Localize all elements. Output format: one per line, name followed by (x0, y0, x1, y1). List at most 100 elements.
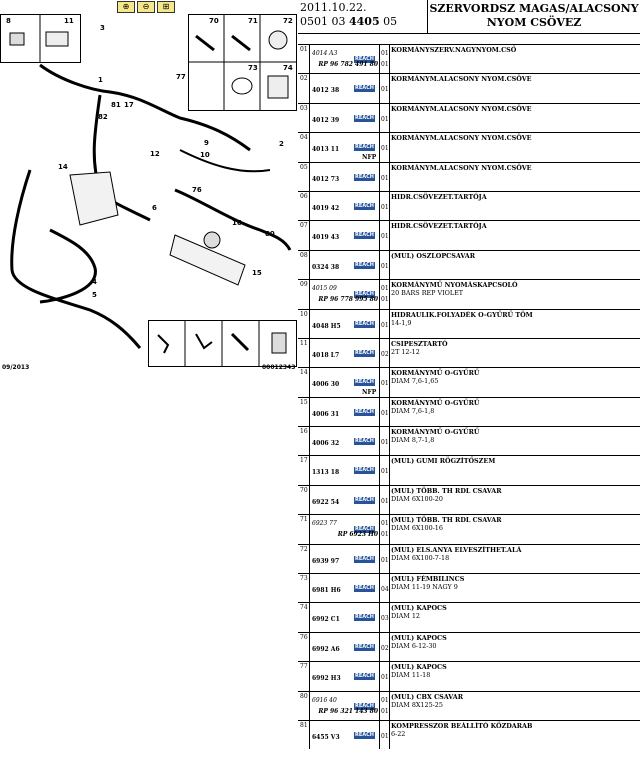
item-number: 77 (298, 662, 310, 691)
zoom-in-icon[interactable]: ⊕ (117, 1, 135, 13)
description: HIDRAULIK.FOLYADÉK O-GYŰRŰ TÖM (391, 310, 533, 319)
diagram-number: 00012343 (262, 364, 296, 371)
diagram-date: 09/2013 (2, 364, 30, 371)
item-number: 03 (298, 103, 310, 133)
description-cell: KORMÁNYSZERV.NAGYNYOM.CSŐ (390, 45, 640, 73)
part-ref: 4019 42 (312, 204, 340, 212)
part-ref: 6992 H3 (312, 675, 341, 683)
description: (MUL) KAPOCS (391, 633, 447, 642)
description: KORMÁNYMŰ O-GYŰRŰ (391, 428, 480, 437)
part-alt-ref: RP 96 321 143 80 (318, 707, 378, 715)
part-ref-italic: 6923 77 (312, 520, 337, 528)
description-cell: HIDR.CSÖVEZET.TARTÓJA (390, 221, 640, 249)
page-title: SZERVORDSZ MAGAS/ALACSONY NYOM CSÖVEZ (427, 0, 640, 33)
callout-4: 4 (92, 278, 97, 286)
reach-badge: REACH (354, 643, 375, 651)
description: (MUL) TÖBB. TH RDL CSAVAR (391, 516, 502, 525)
quantity: 01 (381, 556, 389, 564)
description: HIDR.CSÖVEZET.TARTÓJA (391, 192, 487, 201)
reference-cell: 0324 38 REACH (310, 250, 380, 280)
version-cell (380, 309, 390, 338)
description-cell: (MUL) KAPOCS DIAM 11-18 (390, 662, 640, 690)
description: CSIPESZTARTÓ (391, 339, 448, 348)
quantity: 01 (381, 233, 389, 241)
item-number: 71 (298, 515, 310, 544)
quantity: 01 (381, 439, 389, 447)
description-cell: KORMÁNYM.ALACSONY NYOM.CSÖVE (390, 74, 640, 102)
description-cell: (MUL) TÖBB. TH RDL CSAVAR DIAM 6X100-16 (390, 515, 640, 543)
description-detail: DIAM 6-12-30 (391, 641, 437, 650)
callout-5: 5 (92, 291, 97, 299)
quantity-alt: 01 (381, 61, 389, 68)
reach-badge: REACH (354, 261, 375, 269)
zoom-out-icon[interactable]: ⊖ (137, 1, 155, 13)
item-number: 07 (298, 221, 310, 250)
callout-82: 82 (98, 113, 108, 121)
version-cell (380, 103, 390, 133)
part-ref-italic: 4014 A3 (312, 50, 338, 57)
callout-73: 73 (248, 64, 258, 72)
description: HIDR.CSÖVEZET.TARTÓJA (391, 222, 487, 231)
zoom-fit-icon[interactable]: ⊞ (157, 1, 175, 13)
description-cell: HIDR.CSÖVEZET.TARTÓJA (390, 192, 640, 220)
description-cell: (MUL) ELS.ANYA ELVESZÍTHET.ALÁ DIAM 6X10… (390, 545, 640, 573)
part-ref: 4018 L7 (312, 351, 340, 359)
description-cell: (MUL) FÉMBILINCS DIAM 11-19 NAGY 9 (390, 574, 640, 602)
reach-badge: REACH (354, 408, 375, 416)
callout-16: 16 (232, 219, 242, 227)
quantity: 01 (381, 174, 389, 182)
description: (MUL) CBX CSAVAR (391, 692, 464, 701)
part-ref: 0324 38 (312, 263, 340, 271)
quantity: 01 (381, 145, 389, 153)
quantity: 03 (381, 615, 389, 623)
callout-17: 17 (124, 101, 134, 109)
reach-badge: REACH (354, 585, 375, 593)
description: KORMÁNYM.ALACSONY NYOM.CSÖVE (391, 75, 532, 84)
item-number: 72 (298, 544, 310, 574)
version-cell (380, 162, 390, 191)
item-number: 06 (298, 191, 310, 221)
part-ref: 6922 54 (312, 498, 340, 506)
callout-1: 1 (98, 76, 103, 84)
quantity: 01 (381, 321, 389, 329)
part-ref: 4006 30 (312, 381, 340, 389)
reach-badge: REACH (354, 320, 375, 328)
description-detail: DIAM 11-19 NAGY 9 (391, 583, 458, 592)
description-detail: 2T 12-12 (391, 347, 420, 356)
quantity: 01 (381, 674, 389, 682)
version-cell (380, 427, 390, 456)
quantity: 04 (381, 586, 389, 594)
reach-badge: REACH (354, 438, 375, 446)
callout-81: 81 (111, 101, 121, 109)
description-detail: DIAM 8,7-1,8 (391, 436, 435, 445)
